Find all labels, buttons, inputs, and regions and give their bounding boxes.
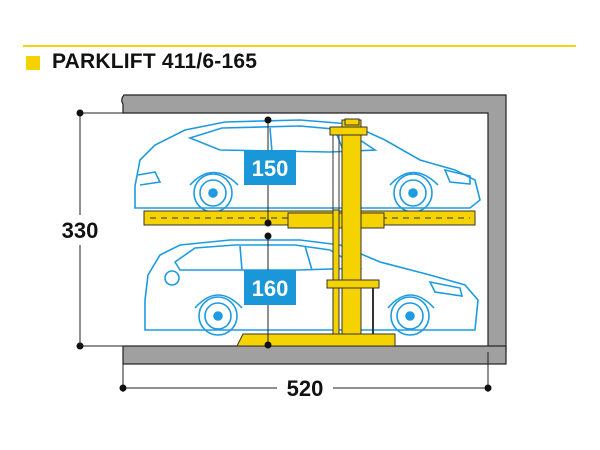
svg-text:160: 160: [252, 276, 289, 301]
svg-text:520: 520: [287, 376, 324, 401]
upper-car-icon: [134, 119, 481, 213]
svg-text:150: 150: [252, 156, 289, 181]
lower-height-badge: 160: [244, 270, 296, 305]
lift-mechanism: [143, 118, 476, 347]
upper-height-badge: 150: [244, 150, 296, 185]
lower-car-icon: [144, 239, 479, 336]
total-height-dimension: 330: [62, 109, 99, 350]
header-rule: [23, 45, 576, 47]
page-title: PARKLIFT 411/6-165: [52, 50, 258, 73]
garage-structure: [78, 94, 507, 365]
svg-text:330: 330: [62, 218, 99, 243]
total-width-dimension: 520: [119, 352, 492, 401]
yellow-square-icon: [26, 56, 40, 70]
